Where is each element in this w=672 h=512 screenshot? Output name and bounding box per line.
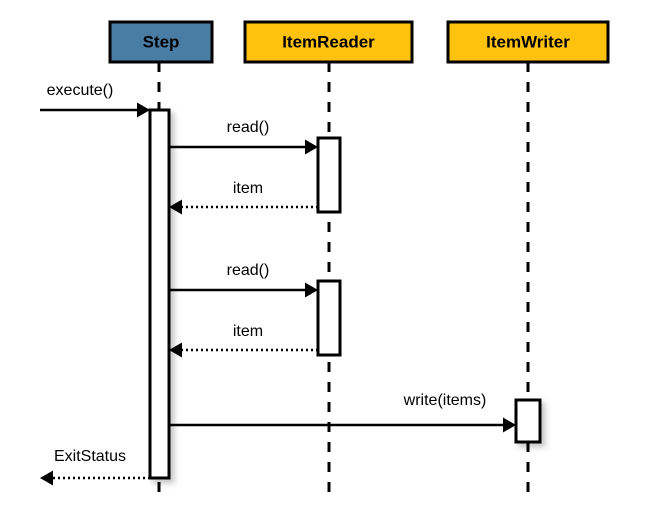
participant-headers-group: Step ItemReader ItemWriter [108,20,610,64]
participant-label-itemwriter: ItemWriter [486,32,570,51]
activation-bar-itemreader [316,279,342,357]
lifelines-group [157,62,530,500]
arrowhead-msg-item-1 [169,199,182,215]
participant-box-itemwriter[interactable] [446,20,610,64]
arrowhead-msg-write [503,417,516,433]
activation-bar-itemreader [316,136,342,214]
activations-group [148,108,542,480]
activation-bar-itemwriter [514,398,542,444]
message-label-msg-read-2: read() [227,262,270,279]
message-label-msg-exitstatus: ExitStatus [54,448,126,465]
activation-bar-step [148,108,171,480]
participant-label-step: Step [143,32,180,51]
message-label-msg-item-1: item [233,180,263,197]
participant-box-step[interactable] [108,20,214,64]
message-label-msg-execute: execute() [47,82,114,99]
arrowhead-msg-read-1 [305,139,318,155]
participant-label-itemreader: ItemReader [282,32,375,51]
arrowhead-msg-exitstatus [40,470,53,486]
arrowhead-msg-read-2 [305,282,318,298]
message-label-msg-item-2: item [233,323,263,340]
participant-box-itemreader[interactable] [243,20,414,64]
message-label-msg-read-1: read() [227,119,270,136]
messages-group: execute() read() item read() item write(items… [40,82,516,486]
arrowhead-msg-item-2 [169,342,182,358]
message-label-msg-write: write(items) [403,392,487,409]
arrowhead-msg-execute [137,102,150,118]
